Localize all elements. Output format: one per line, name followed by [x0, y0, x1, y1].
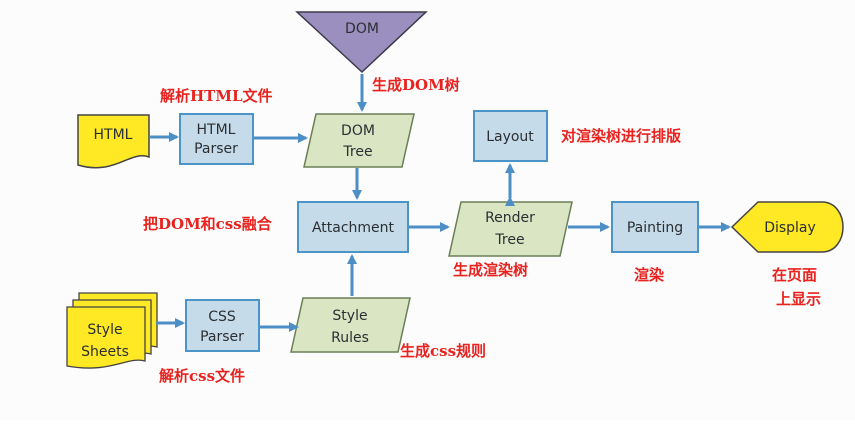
dom-source-node: DOM [295, 11, 428, 74]
label-layout-render-tree: 对渲染树进行排版 [561, 127, 682, 145]
dom-tree-shape [303, 113, 415, 168]
label-parse-html-file: 解析HTML文件 [160, 87, 273, 105]
dom-tree-node: DOM Tree [303, 113, 415, 168]
connector-arrows [150, 74, 731, 332]
label-show-on-page-line2: 上显示 [776, 290, 822, 308]
label-show-on-page-line1: 在页面 [772, 266, 818, 284]
html-document-shape [77, 114, 150, 169]
render-tree-node: Render Tree [448, 201, 573, 257]
painting-node: Painting [611, 201, 699, 253]
style-sheets-label-line2: Sheets [81, 344, 129, 360]
html-document-node: HTML [77, 114, 150, 169]
label-generate-css-rules: 生成css规则 [400, 342, 487, 360]
display-shape [730, 201, 844, 253]
style-rules-node: Style Rules [290, 297, 411, 353]
dom-tree-label-line1: DOM [341, 123, 375, 139]
painting-box [611, 201, 699, 253]
render-tree-shape [448, 201, 573, 257]
attachment-node: Attachment [297, 201, 409, 253]
layout-box [473, 110, 548, 162]
label-merge-dom-css: 把DOM和css融合 [143, 215, 272, 233]
html-parser-node: HTML Parser [179, 113, 254, 165]
css-parser-label-line2: Parser [200, 329, 244, 345]
display-label: Display [764, 220, 816, 236]
label-generate-dom-tree: 生成DOM树 [372, 76, 460, 94]
layout-node: Layout [473, 110, 548, 162]
html-parser-label-line1: HTML [197, 122, 236, 138]
label-generate-render-tree: 生成渲染树 [453, 261, 529, 279]
attachment-box [297, 201, 409, 253]
render-tree-label-line2: Tree [494, 232, 524, 248]
layout-label: Layout [486, 129, 534, 145]
style-rules-label-line2: Rules [331, 330, 369, 346]
style-rules-label-line1: Style [332, 308, 367, 324]
dom-tree-label-line2: Tree [342, 144, 372, 160]
css-parser-box [185, 299, 260, 352]
label-render: 渲染 [634, 266, 665, 284]
style-sheets-node: Style Sheets [66, 292, 158, 369]
html-document-label: HTML [94, 127, 133, 143]
painting-label: Painting [627, 220, 683, 236]
dom-source-label: DOM [345, 21, 379, 37]
html-parser-box [179, 113, 254, 165]
css-parser-label-line1: CSS [208, 309, 236, 325]
style-rules-shape [290, 297, 411, 353]
css-parser-node: CSS Parser [185, 299, 260, 352]
html-parser-label-line2: Parser [194, 141, 238, 157]
style-sheets-label-line1: Style [87, 322, 122, 338]
render-tree-label-line1: Render [485, 210, 535, 226]
label-parse-css-file: 解析css文件 [159, 367, 246, 385]
style-sheets-front-page [66, 306, 146, 369]
attachment-label: Attachment [312, 220, 395, 236]
display-node: Display [730, 201, 844, 253]
dom-triangle-shape [295, 11, 428, 74]
